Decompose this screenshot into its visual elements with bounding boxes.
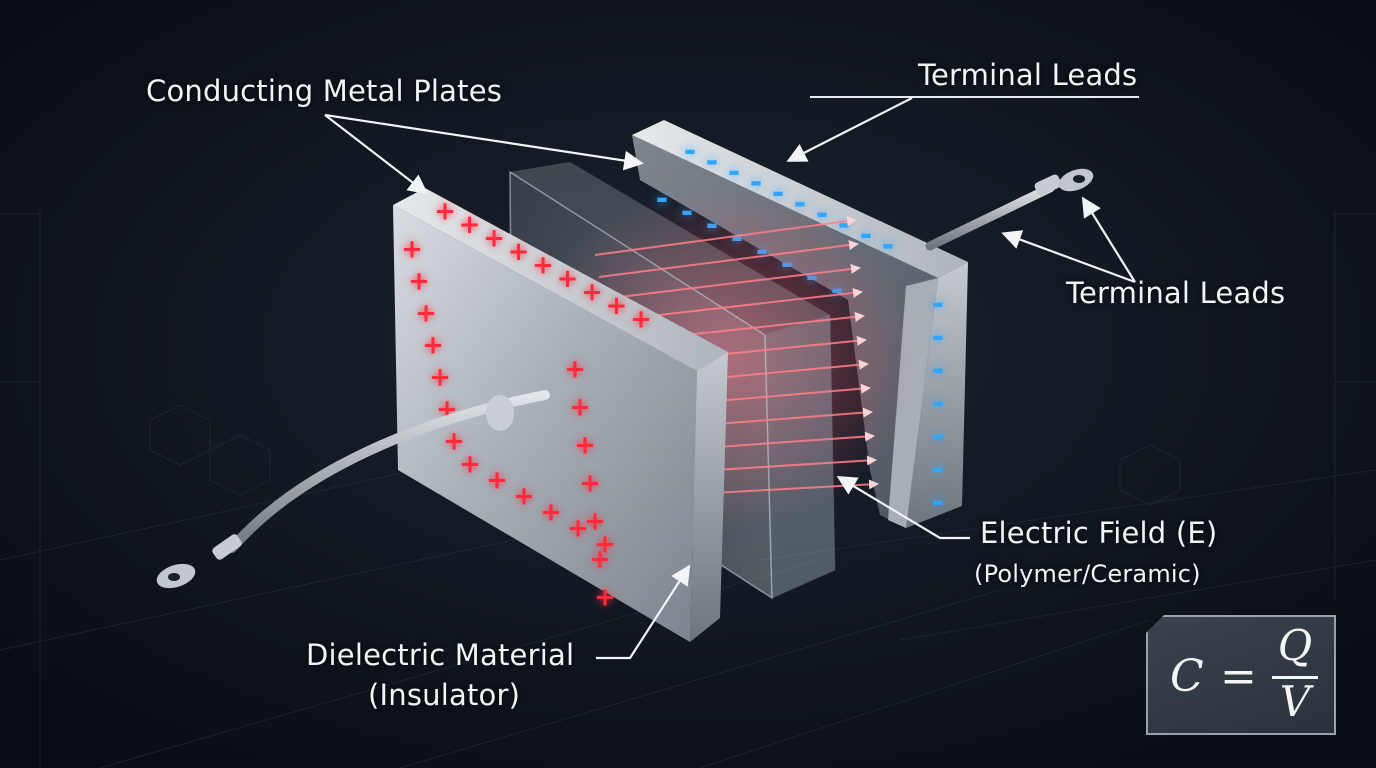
positive-charge-mark: + (606, 291, 628, 321)
terminal-lead-right (925, 168, 1094, 251)
negative-charge-mark: - (932, 386, 944, 421)
positive-charge-mark: + (408, 267, 430, 297)
formula-numerator: Q (1277, 621, 1313, 670)
positive-charges: +++++++++++++++++++++++++++++ (401, 197, 652, 613)
positive-charge-mark: + (579, 469, 601, 499)
negative-charge-mark: - (932, 287, 944, 322)
formula-equals: = (1220, 651, 1257, 702)
terminal-lead-left (156, 390, 550, 589)
negative-charge-mark: - (684, 134, 696, 169)
negative-charge-mark: - (932, 452, 944, 487)
negative-charge-mark: - (932, 485, 944, 520)
positive-charge-mark: + (443, 427, 465, 457)
field-arrow (602, 263, 861, 300)
positive-charge-mark: + (486, 466, 508, 496)
negative-charge-mark: - (882, 228, 894, 263)
positive-charge-mark: + (415, 299, 437, 329)
positive-charge-mark: + (569, 393, 591, 423)
label-electric-field: Electric Field (E) (980, 516, 1218, 550)
positive-charge-mark: + (434, 197, 456, 227)
formula-fraction-bar (1272, 676, 1318, 679)
positive-charge-mark: + (459, 450, 481, 480)
negative-charge-mark: - (706, 144, 718, 179)
positive-charge-mark: + (630, 305, 652, 335)
positive-charge-mark: + (567, 514, 589, 544)
negative-charge-mark: - (750, 165, 762, 200)
positive-charge-mark: + (401, 235, 423, 265)
positive-charge-mark: + (508, 237, 530, 267)
positive-charge-mark: + (483, 224, 505, 254)
positive-charge-mark: + (557, 264, 579, 294)
negative-charge-mark: - (932, 353, 944, 388)
positive-charge-mark: + (532, 251, 554, 281)
terminal-lug-icon (1058, 168, 1094, 192)
label-terminal-leads-right: Terminal Leads (1066, 276, 1286, 310)
positive-charge-mark: + (581, 278, 603, 308)
field-arrow (594, 216, 857, 256)
positive-charge-mark: + (429, 363, 451, 393)
label-electric-field-sub: (Polymer/Ceramic) (974, 560, 1201, 588)
positive-charge-mark: + (459, 210, 481, 240)
negative-charge-mark: - (932, 320, 944, 355)
positive-charge-mark: + (540, 498, 562, 528)
field-arrow (598, 240, 859, 278)
negative-charge-mark: - (932, 419, 944, 454)
negative-charge-mark: - (728, 155, 740, 190)
label-conducting-plates: Conducting Metal Plates (146, 74, 503, 108)
callout-lines (324, 97, 1136, 660)
positive-charge-mark: + (564, 355, 586, 385)
positive-charge-mark: + (422, 331, 444, 361)
positive-plate-icon (393, 188, 728, 642)
positive-charge-mark: + (594, 583, 616, 613)
positive-charge-mark: + (574, 431, 596, 461)
positive-charge-mark: + (513, 482, 535, 512)
capacitance-formula: C = Q V (1146, 615, 1336, 735)
label-dielectric: Dielectric Material (306, 638, 575, 672)
positive-charge-mark: + (594, 530, 616, 560)
label-dielectric-sub: (Insulator) (368, 678, 521, 712)
formula-lhs: C (1170, 651, 1204, 702)
positive-charge-mark: + (584, 507, 606, 537)
positive-charge-mark: + (589, 545, 611, 575)
terminal-lug-icon (156, 563, 196, 589)
label-terminal-leads-top: Terminal Leads (809, 58, 1140, 98)
formula-denominator: V (1279, 677, 1311, 726)
